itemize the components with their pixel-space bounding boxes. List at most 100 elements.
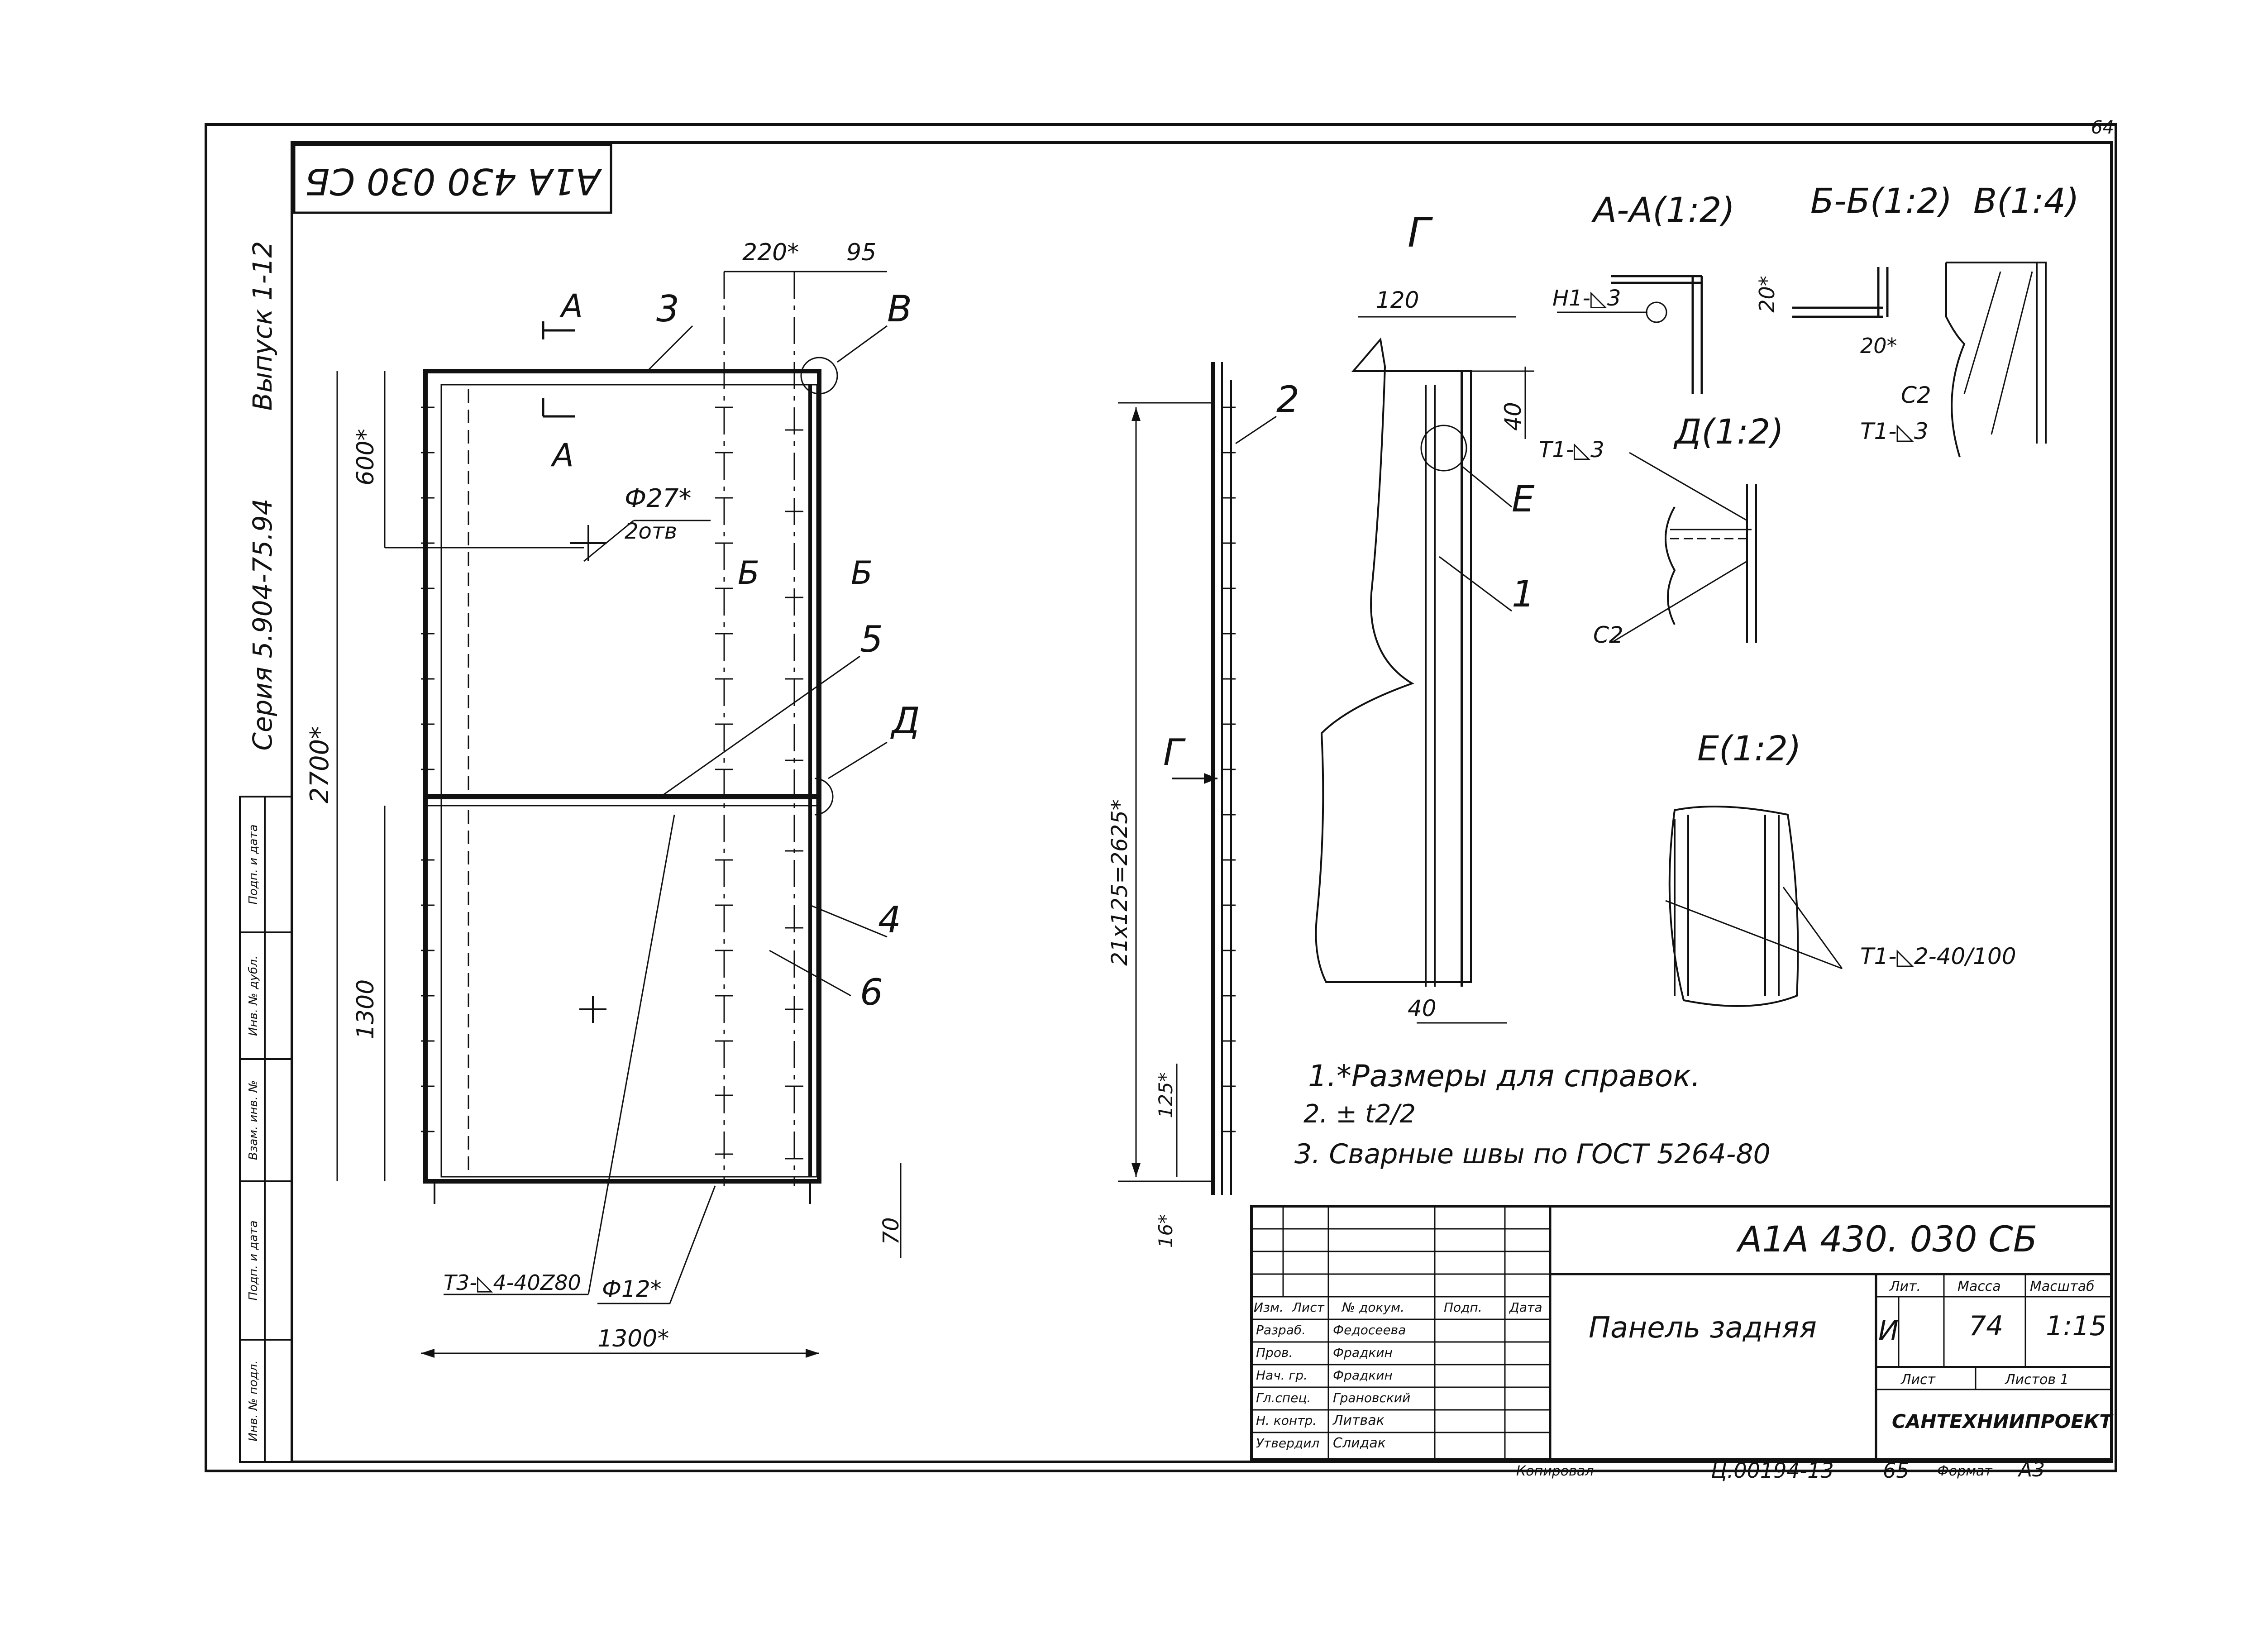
pos-6: 6 [860,971,883,1013]
section-aa: А-А(1:2) Н1-◺3 20* [1552,190,1779,394]
page-number: 64 [2091,117,2114,138]
tb-h-doc: № докум. [1341,1300,1404,1315]
dim-40-bottom: 40 [1408,995,1437,1022]
pos-5: 5 [860,618,883,660]
d-c2: С2 [1593,622,1623,648]
dim-95: 95 [846,239,876,266]
tb-code: А1А 430. 030 СБ [1736,1219,2037,1260]
section-a-top: А [559,287,583,325]
tb-mass-label: Масса [1957,1279,2001,1294]
dim-120: 120 [1376,287,1419,313]
weld-t3: Т3-◺4-40Z80 [444,1270,581,1295]
dim-pitch: 21х125=2625* [1107,799,1132,965]
code-stamp: А1А 430 030 СБ [305,160,603,202]
hole-count: 2отв [625,519,677,544]
note-3: 3. Сварные швы по ГОСТ 5264-80 [1294,1138,1771,1170]
footer-copied: Копировал [1516,1463,1594,1479]
tb-name-5: Литвак [1332,1413,1385,1428]
detail-e-marker: Е [1512,478,1535,520]
dim-1300-v: 1300 [352,979,379,1039]
bb-title: Б-Б(1:2) [1810,181,1952,221]
series-label: Серия 5.904-75.94 [247,498,278,750]
dim-16: 16* [1155,1214,1177,1248]
side-view: 21х125=2625* 125* 16* Г 2 [1107,362,1299,1248]
code-stamp-box [293,143,612,214]
footer-format: А3 [2017,1458,2045,1481]
tb-lit-label: Лит. [1889,1279,1921,1294]
front-dimensions: 220* 95 2700* 600* 1300 1300* 70 Ф27* 2о… [305,239,920,1358]
tb-scale-label: Масштаб [2030,1279,2095,1294]
leader-d: Д [890,700,920,742]
tb-mass: 74 [1969,1310,2003,1342]
footer-archive: Ц.00194-13 [1711,1458,1834,1483]
footer: Копировал Ц.00194-13 65 Формат А3 [1516,1458,2045,1483]
view-v: В(1:4) С2 Т1-◺3 [1860,181,2079,458]
section-a-bottom: А [550,437,574,474]
dim-2700: 2700* [305,726,334,804]
view-g-title: Г [1408,209,1433,257]
strip-label-5: Инв. № подл. [247,1360,260,1441]
tb-name: Панель задняя [1589,1311,1817,1345]
outer-border [205,123,2117,1472]
rod-dia: Ф12* [602,1276,662,1302]
tb-scale: 1:15 [2046,1310,2107,1342]
tb-role-3: Нач. гр. [1256,1368,1308,1383]
note-2: 2. ± t2/2 [1303,1099,1416,1129]
view-g: Г 120 40 40 Е 1 [1315,209,1535,1024]
v-title: В(1:4) [1973,181,2079,221]
pos-4: 4 [878,899,901,941]
tb-role-2: Пров. [1256,1345,1293,1360]
tb-role-1: Разраб. [1256,1323,1306,1337]
tb-name-1: Федосеева [1333,1323,1406,1337]
tb-name-3: Фрадкин [1333,1368,1393,1383]
footer-format-label: Формат [1937,1463,1993,1479]
left-strip: Подп. и дата Инв. № дубл. Взам. инв. № П… [239,796,293,1463]
dim-220: 220* [742,239,799,266]
tb-role-5: Н. контр. [1256,1413,1317,1428]
tb-role-4: Гл.спец. [1256,1390,1311,1405]
e-weld: Т1-◺2-40/100 [1860,943,2016,969]
section-b-left: Б [738,554,759,592]
aa-title: А-А(1:2) [1591,190,1735,230]
tb-sheet-label: Лист [1900,1372,1936,1388]
bb-dim: 20* [1860,334,1897,358]
dim-600: 600* [352,429,379,485]
v-c2: С2 [1901,382,1931,408]
pos-3: 3 [656,288,679,330]
tb-h-sign: Подп. [1444,1300,1482,1315]
v-weld: Т1-◺3 [1860,418,1929,444]
notes: 1.*Размеры для справок. 2. ± t2/2 3. Сва… [1294,1059,1771,1170]
tb-h-list: Лист [1292,1300,1325,1315]
issue-label: Выпуск 1-12 [247,241,278,411]
tb-org: САНТЕХНИИПРОЕКТ [1892,1410,2114,1432]
strip-label-1: Подп. и дата [247,824,260,904]
inner-frame [291,141,2113,1463]
aa-weld: Н1-◺3 [1552,286,1621,311]
detail-e: Е(1:2) Т1-◺2-40/100 [1665,728,2016,1007]
tb-name-6: Слидак [1333,1435,1386,1451]
dim-40-top: 40 [1500,402,1526,431]
hole-dia: Ф27* [625,484,691,513]
d-weld: Т1-◺3 [1539,437,1604,463]
tb-sheets-label: Листов 1 [2005,1372,2069,1388]
dim-70: 70 [878,1217,904,1245]
view-g-arrow-label: Г [1163,731,1186,773]
dim-125: 125* [1155,1072,1177,1118]
tb-name-2: Фрадкин [1333,1345,1393,1360]
footer-num: 65 [1883,1458,1910,1483]
tb-role-6: Утвердил [1256,1436,1319,1451]
e-title: Е(1:2) [1697,728,1801,769]
aa-dim: 20* [1755,276,1779,313]
tb-name-4: Грановский [1333,1390,1410,1405]
detail-d: Д(1:2) Т1-◺3 С2 [1539,411,1784,648]
section-bb: Б-Б(1:2) 20* [1792,181,1952,358]
section-b-right: Б [851,554,873,592]
strip-label-4: Подп. и дата [247,1220,260,1300]
note-1: 1.*Размеры для справок. [1308,1059,1700,1093]
strip-label-2: Инв. № дубл. [247,955,260,1036]
front-view [421,272,838,1204]
tb-h-izm: Изм. [1254,1300,1284,1315]
tb-h-date: Дата [1509,1300,1542,1315]
d-title: Д(1:2) [1673,411,1784,452]
